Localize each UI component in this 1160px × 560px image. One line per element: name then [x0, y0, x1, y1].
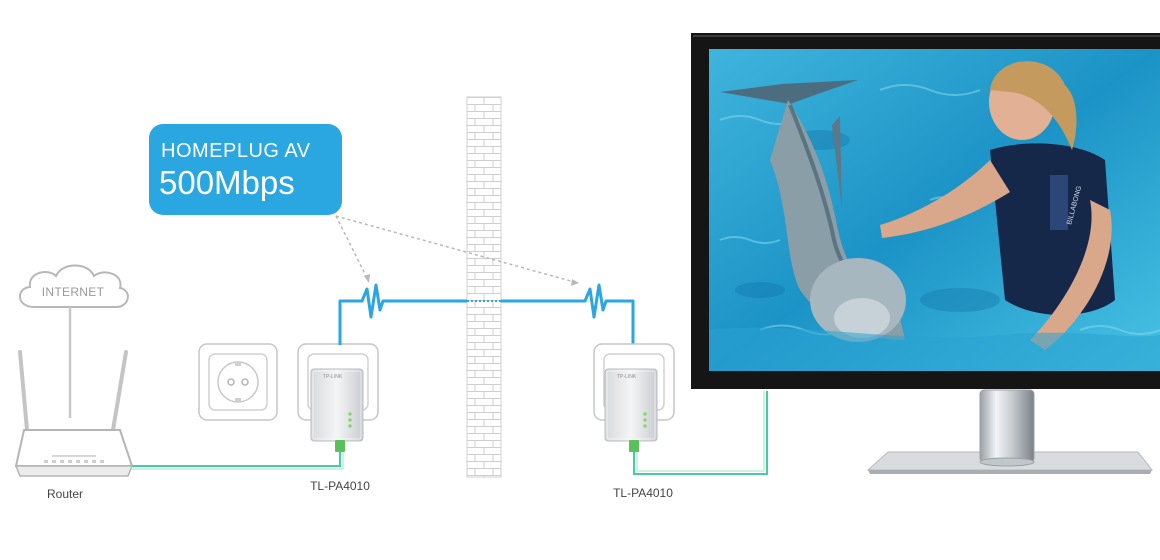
adapter-2-leds — [643, 412, 647, 428]
powerline-connection — [338, 283, 635, 345]
trainer-figure — [880, 61, 1115, 350]
badge-line-2: 500Mbps — [159, 164, 295, 201]
homeplug-badge: HOMEPLUG AV 500Mbps — [149, 124, 342, 215]
adapter-1-ethernet-plug — [335, 440, 345, 452]
router-icon — [14, 350, 134, 477]
badge-pointers — [335, 215, 579, 284]
adapter-1-leds — [348, 412, 352, 428]
tv-monitor: BILLABONG — [691, 33, 1160, 389]
router-label: Router — [47, 487, 83, 501]
pointer-arrowhead-2 — [571, 279, 579, 286]
pointer-arrowhead-1 — [364, 274, 370, 283]
adapter-2-brand: TP-LINK — [617, 374, 637, 380]
internet-cloud-icon: INTERNET — [19, 264, 129, 418]
wall-socket-icon — [198, 343, 278, 421]
ethernet-cable-tv — [633, 391, 768, 475]
powerline-adapter-2: TP-LINK — [593, 343, 675, 452]
adapter-2-ethernet-plug — [629, 440, 639, 452]
ethernet-cable-router — [132, 440, 341, 467]
screen-image: BILLABONG — [709, 61, 1160, 371]
adapter-2-label: TL-PA4010 — [613, 486, 673, 500]
adapter-1-brand: TP-LINK — [323, 374, 343, 380]
dolphin-figure — [720, 80, 906, 342]
tv-stand — [866, 389, 1154, 474]
brick-wall — [466, 96, 502, 478]
cloud-label: INTERNET — [42, 285, 105, 299]
powerline-adapter-1: TP-LINK — [297, 343, 379, 452]
badge-line-1: HOMEPLUG AV — [161, 140, 311, 162]
adapter-1-label: TL-PA4010 — [310, 479, 370, 493]
